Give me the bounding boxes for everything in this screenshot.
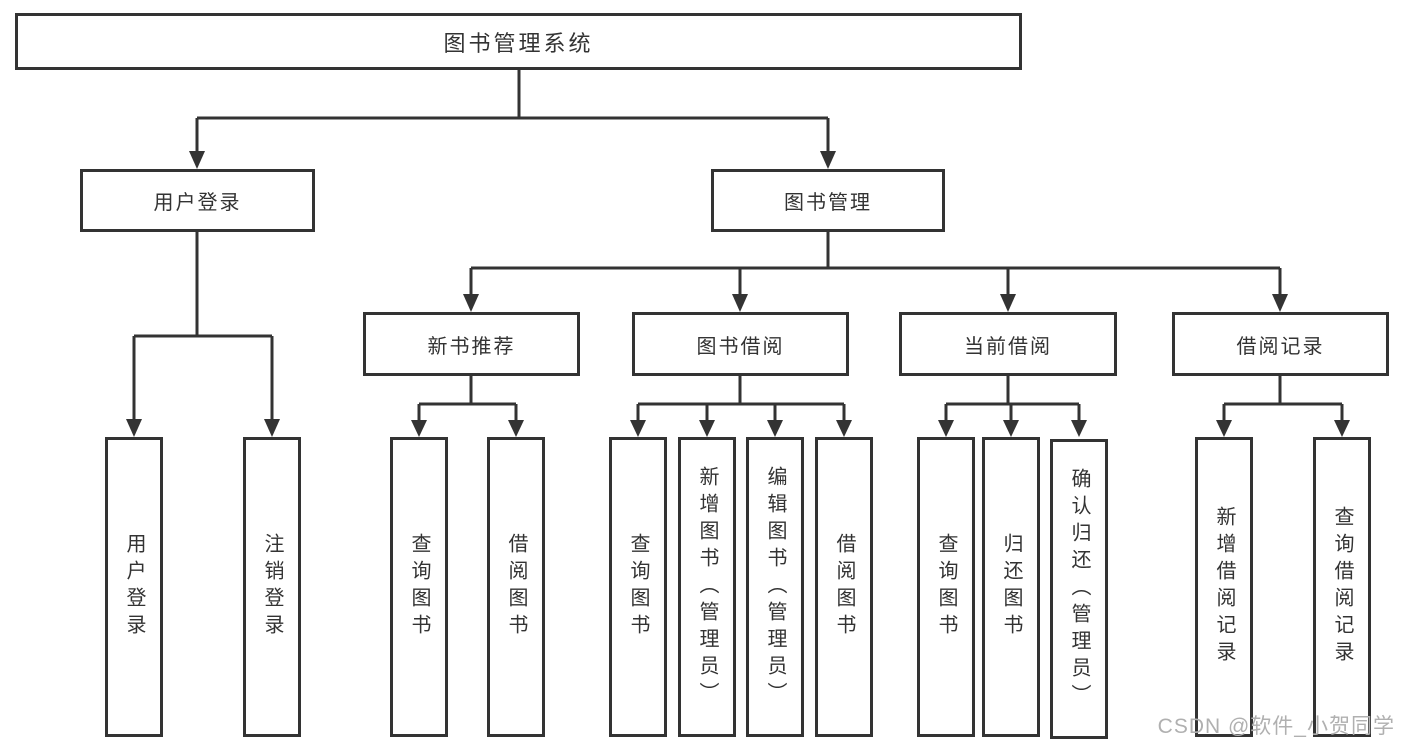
edge-book-mgmt-split [469,232,1282,296]
node-new-book-recommend: 新书推荐 [363,312,580,376]
edge-user-login-split [132,232,274,421]
arrowhead-icon [1272,294,1288,312]
arrowhead-icon [630,420,646,437]
node-add-books-admin: 新增图书（管理员） [678,437,736,737]
node-borrow-books-borrowing: 借阅图书 [815,437,873,737]
node-label: 查询图书 [408,533,430,641]
arrowhead-icon [767,420,783,437]
node-label: 用户登录 [123,533,145,641]
node-label: 确认归还（管理员） [1068,467,1090,711]
arrowhead-icon [264,419,280,437]
node-edit-books-admin: 编辑图书（管理员） [746,437,804,737]
arrowhead-icon [411,420,427,437]
node-logout-leaf: 注销登录 [243,437,301,737]
node-borrow-books-recommend: 借阅图书 [487,437,545,737]
arrowhead-icon [1334,420,1350,437]
node-current-borrowing: 当前借阅 [899,312,1117,376]
node-book-borrowing: 图书借阅 [632,312,849,376]
edge-book-borrow-split [636,376,846,421]
arrowhead-icon [836,420,852,437]
node-label: 编辑图书（管理员） [764,465,786,709]
arrowhead-icon [1000,294,1016,312]
arrowhead-icon [699,420,715,437]
arrowhead-icon [1003,420,1019,437]
node-confirm-return-admin: 确认归还（管理员） [1050,439,1108,739]
node-return-books: 归还图书 [982,437,1040,737]
node-add-borrow-record: 新增借阅记录 [1195,437,1253,737]
arrowhead-icon [820,151,836,169]
arrowhead-icon [1216,420,1232,437]
arrowhead-icon [938,420,954,437]
node-user-login-leaf: 用户登录 [105,437,163,737]
edge-borrow-records-split [1222,376,1344,421]
arrowhead-icon [189,151,205,169]
node-label: 新增借阅记录 [1213,506,1235,668]
arrowhead-icon [463,294,479,312]
node-query-borrow-record: 查询借阅记录 [1313,437,1371,737]
node-query-books-current: 查询图书 [917,437,975,737]
arrowhead-icon [732,294,748,312]
node-label: 归还图书 [1000,533,1022,641]
node-library-system-root: 图书管理系统 [15,13,1022,70]
node-label: 注销登录 [261,533,283,641]
node-label: 借阅图书 [833,533,855,641]
arrowhead-icon [508,420,524,437]
node-label: 借阅图书 [505,533,527,641]
node-borrowing-records: 借阅记录 [1172,312,1389,376]
arrowhead-icon [126,419,142,437]
edge-new-book-split [417,376,518,421]
csdn-watermark: CSDN @软件_小贺同学 [1157,715,1395,738]
node-query-books-recommend: 查询图书 [390,437,448,737]
edge-root-split [195,70,830,153]
node-label: 查询借阅记录 [1331,506,1353,668]
arrowhead-icon [1071,420,1087,437]
edge-current-borrow-split [944,376,1081,421]
node-book-management: 图书管理 [711,169,945,232]
node-query-books-borrowing: 查询图书 [609,437,667,737]
node-label: 查询图书 [627,533,649,641]
node-label: 新增图书（管理员） [696,465,718,709]
node-user-login: 用户登录 [80,169,315,232]
node-label: 查询图书 [935,533,957,641]
